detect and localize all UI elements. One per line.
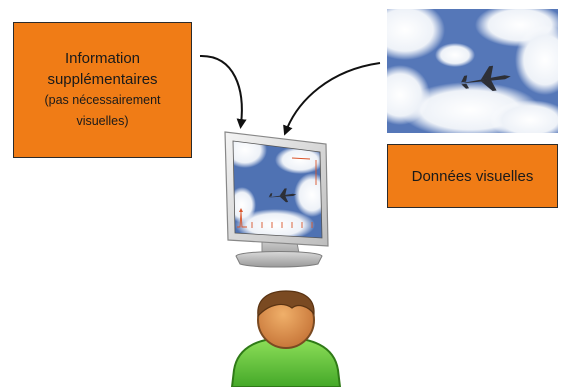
arrow-photo-to-monitor bbox=[283, 62, 381, 136]
info-box: Information supplémentaires (pas nécessa… bbox=[13, 22, 192, 158]
sky-photo bbox=[387, 9, 558, 133]
jet-icon bbox=[459, 65, 511, 92]
info-box-line-2: supplémentaires bbox=[47, 71, 158, 88]
info-box-line-3: (pas nécessairement bbox=[44, 93, 161, 107]
arrow-info-to-monitor bbox=[199, 54, 247, 129]
screen-jet-icon bbox=[267, 188, 297, 203]
info-box-line-4: visuelles) bbox=[76, 114, 129, 128]
person-icon bbox=[230, 290, 342, 387]
visual-data-box: Données visuelles bbox=[387, 144, 558, 208]
monitor-icon bbox=[224, 131, 329, 268]
visual-data-label: Données visuelles bbox=[411, 167, 534, 185]
info-box-line-1: Information bbox=[64, 50, 141, 67]
